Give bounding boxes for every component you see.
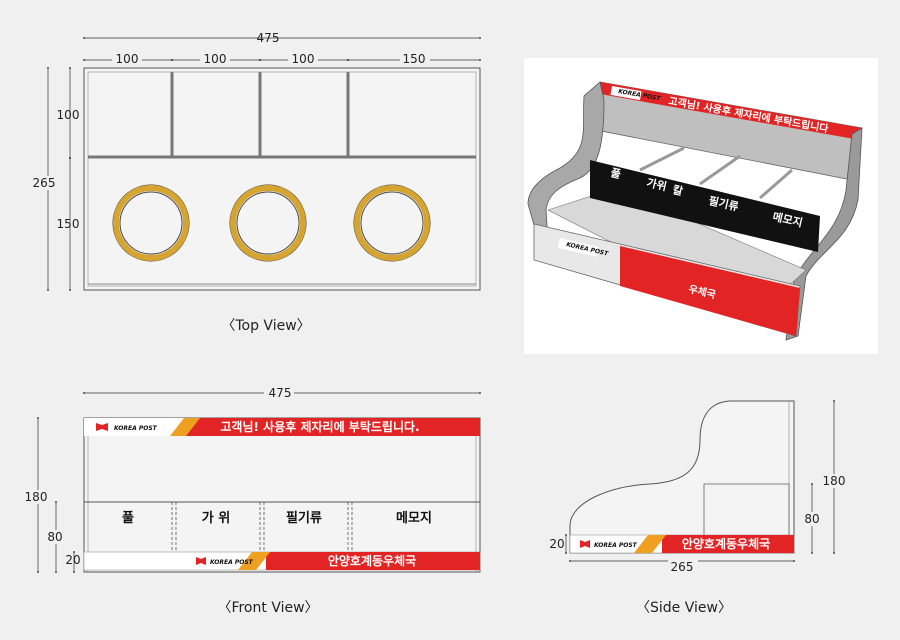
top-width-4: 150 bbox=[403, 52, 426, 66]
front-logo-top: KOREA POST bbox=[114, 425, 158, 432]
front-label-4: 메모지 bbox=[396, 511, 432, 526]
side-logo: KOREA POST bbox=[594, 542, 638, 549]
top-front-depth: 150 bbox=[57, 217, 80, 231]
top-width-2: 100 bbox=[204, 52, 227, 66]
korea-post-logo-icon bbox=[96, 423, 108, 431]
front-base: 20 bbox=[65, 553, 80, 567]
front-view: 475 180 80 20 KOREA POST 고객님! 사용후 제자리에 부… bbox=[22, 386, 481, 616]
front-banner-top: 고객님! 사용후 제자리에 부탁드립니다. bbox=[220, 419, 419, 434]
side-depth: 265 bbox=[671, 560, 694, 574]
side-middle: 80 bbox=[804, 512, 819, 526]
side-base: 20 bbox=[549, 537, 564, 551]
side-height: 180 bbox=[823, 474, 846, 488]
front-middle: 80 bbox=[47, 530, 62, 544]
render-label-5: 메모지 bbox=[771, 209, 804, 229]
front-view-caption: 〈Front View〉 bbox=[217, 600, 318, 616]
front-label-2: 가 위 bbox=[202, 511, 230, 526]
top-width-1: 100 bbox=[116, 52, 139, 66]
top-view-caption: 〈Top View〉 bbox=[221, 318, 310, 334]
front-width: 475 bbox=[269, 386, 292, 400]
front-height: 180 bbox=[25, 490, 48, 504]
front-banner-bottom: 안양호계동우체국 bbox=[328, 553, 416, 568]
side-view-caption: 〈Side View〉 bbox=[636, 600, 732, 616]
top-total-depth: 265 bbox=[33, 176, 56, 190]
render-label-3: 칼 bbox=[671, 183, 684, 198]
top-view: 475 100 100 100 150 265 100 150 bbox=[32, 31, 481, 334]
korea-post-logo-icon bbox=[196, 557, 206, 565]
render-3d: KOREA POST KOREA POST 고객님! 사용후 제자리에 부탁드립… bbox=[524, 58, 878, 354]
front-label-3: 필기류 bbox=[286, 511, 322, 526]
render-label-2: 가위 bbox=[645, 175, 668, 193]
side-view: 180 80 20 265 KOREA POST 안양호계동우체국 〈Side … bbox=[549, 400, 848, 616]
render-label-1: 풀 bbox=[609, 166, 622, 181]
front-label-1: 풀 bbox=[122, 511, 134, 526]
front-logo-bottom: KOREA POST bbox=[210, 559, 254, 566]
render-label-4: 필기류 bbox=[707, 193, 740, 213]
korea-post-logo-icon bbox=[580, 540, 590, 548]
top-rear-depth: 100 bbox=[57, 108, 80, 122]
top-width-3: 100 bbox=[292, 52, 315, 66]
side-banner: 안양호계동우체국 bbox=[682, 536, 770, 551]
top-total-width: 475 bbox=[257, 31, 280, 45]
